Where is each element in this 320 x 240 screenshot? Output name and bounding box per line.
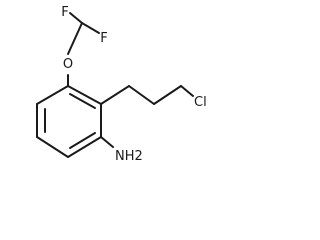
bond-c-f-right xyxy=(81,22,100,34)
ring-bond-c6-c5 xyxy=(36,136,69,158)
chemical-structure-diagram: F F O Cl NH2 xyxy=(36,5,207,164)
ring-bond-c4-c3 xyxy=(36,85,69,105)
ring-double-bond-c1-c6 xyxy=(69,132,96,149)
bond-c-f-top xyxy=(69,12,83,24)
bond-chain-3 xyxy=(153,85,182,105)
ring-bond-c1-c6 xyxy=(67,136,102,158)
bond-c-o xyxy=(67,22,83,55)
ring-bond-c3-c2 xyxy=(67,85,102,105)
bond-ring-chain xyxy=(100,85,130,105)
bond-chain-cl xyxy=(180,85,194,97)
bond-ring-amine xyxy=(100,136,114,148)
ring-double-bond-c3-c2 xyxy=(69,93,96,109)
fluorine-right-label: F xyxy=(100,31,107,46)
oxygen-label: O xyxy=(63,57,73,72)
amine-label: NH2 xyxy=(115,149,143,164)
atom-label-group: F F O Cl NH2 xyxy=(61,5,206,164)
bond-chain-2 xyxy=(128,85,155,105)
chlorine-label: Cl xyxy=(194,95,207,110)
fluorine-top-label: F xyxy=(61,5,68,20)
structure-canvas: F F O Cl NH2 xyxy=(36,5,207,164)
bond-group xyxy=(36,12,194,158)
